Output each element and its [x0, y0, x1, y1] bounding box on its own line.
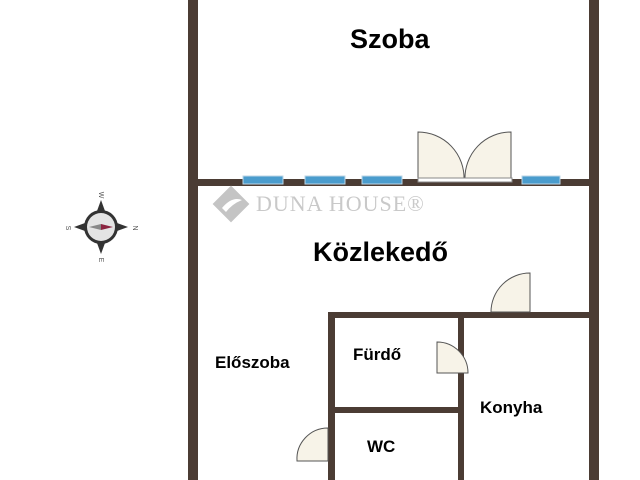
window	[521, 175, 561, 185]
compass-right: N	[131, 225, 138, 230]
room-label-konyha: Konyha	[480, 398, 543, 417]
wall-kozlekedo-bottom	[328, 312, 589, 318]
window	[304, 175, 346, 185]
wall-furdo-wc	[335, 407, 458, 413]
room-label-kozlekedo: Közlekedő	[313, 237, 449, 267]
door-szoba-left	[417, 131, 465, 181]
compass-icon: W S N E	[64, 192, 138, 263]
wall-konyha	[458, 318, 464, 480]
room-label-szoba: Szoba	[350, 24, 430, 54]
compass-bottom: E	[97, 258, 104, 263]
window	[242, 175, 284, 185]
door-wc	[296, 427, 329, 462]
duna-house-logo-icon	[212, 185, 250, 223]
room-label-eloszoba: Előszoba	[215, 353, 290, 372]
room-label-wc: WC	[367, 437, 396, 456]
door-szoba-right	[464, 131, 512, 181]
wall-eloszoba	[328, 312, 335, 480]
window	[361, 175, 403, 185]
compass-left: S	[64, 226, 71, 231]
room-label-furdo: Fürdő	[353, 345, 402, 364]
wall-right	[589, 0, 599, 480]
door-frame	[417, 177, 513, 183]
wall-left	[188, 0, 198, 480]
watermark: DUNA HOUSE®	[256, 191, 425, 216]
door-furdo	[436, 341, 469, 374]
door-kozlekedo	[490, 272, 531, 313]
compass-top: W	[97, 192, 104, 199]
